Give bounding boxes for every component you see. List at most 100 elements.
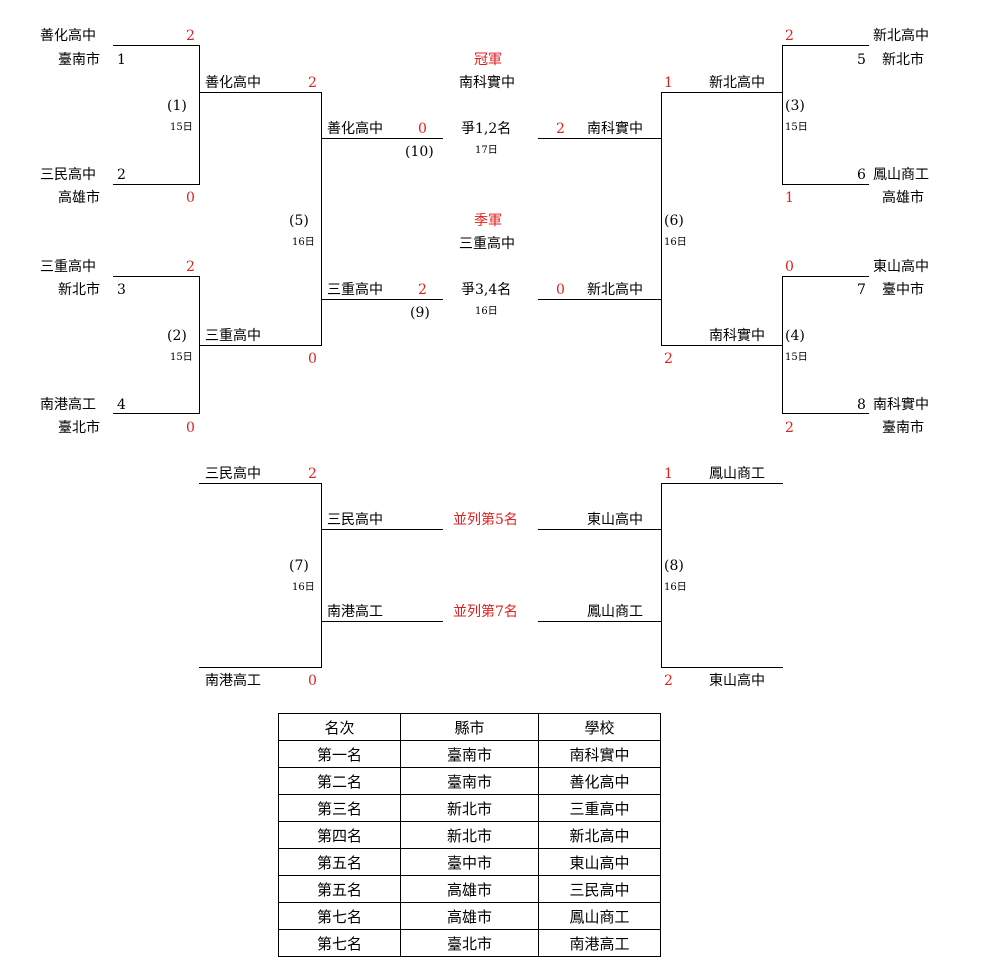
final-right-team: 南科實中 bbox=[587, 121, 643, 137]
score: 1 bbox=[785, 190, 794, 206]
bracket-line bbox=[782, 45, 783, 185]
match-label: (7) bbox=[289, 558, 309, 574]
city-cell: 臺南市 bbox=[400, 767, 539, 795]
seventh-place-title: 並列第7名 bbox=[453, 604, 518, 620]
team-name: 南科實中 bbox=[873, 397, 929, 413]
bracket-line bbox=[199, 345, 321, 346]
bracket-line bbox=[113, 413, 200, 414]
match-date: 15日 bbox=[170, 352, 193, 363]
team-city: 高雄市 bbox=[58, 190, 100, 206]
bracket-line bbox=[782, 276, 869, 277]
school-cell: 三民高中 bbox=[538, 875, 661, 903]
score: 2 bbox=[418, 282, 427, 298]
bracket-line bbox=[321, 483, 322, 668]
team-city: 臺南市 bbox=[882, 420, 924, 436]
team-name: 鳳山商工 bbox=[709, 466, 765, 482]
rank-cell: 第一名 bbox=[278, 740, 401, 768]
rank-cell: 第二名 bbox=[278, 767, 401, 795]
bracket-line bbox=[661, 483, 783, 484]
match-winner: 善化高中 bbox=[205, 75, 261, 91]
team-city: 新北市 bbox=[58, 282, 100, 298]
bracket-line bbox=[113, 184, 200, 185]
bracket-line bbox=[661, 92, 662, 346]
team-name: 南港高工 bbox=[205, 673, 261, 689]
score: 2 bbox=[556, 121, 565, 137]
school-cell: 善化高中 bbox=[538, 767, 661, 795]
score: 0 bbox=[186, 190, 195, 206]
team-name: 三民高中 bbox=[40, 167, 96, 183]
third-right-team: 新北高中 bbox=[587, 282, 643, 298]
school-cell: 東山高中 bbox=[538, 848, 661, 876]
match-winner: 南科實中 bbox=[709, 328, 765, 344]
match-winner: 三重高中 bbox=[205, 328, 261, 344]
bracket-line bbox=[661, 92, 783, 93]
team-name: 三重高中 bbox=[40, 259, 96, 275]
team-city: 臺北市 bbox=[58, 420, 100, 436]
match-label: (6) bbox=[664, 213, 684, 229]
bracket-line bbox=[321, 529, 443, 530]
table-row: 第七名 高雄市 鳳山商工 bbox=[278, 902, 661, 930]
city-cell: 新北市 bbox=[400, 794, 539, 822]
bracket-line bbox=[321, 299, 443, 300]
bracket-line bbox=[538, 299, 662, 300]
score: 2 bbox=[308, 75, 317, 91]
seed-number: 7 bbox=[857, 282, 866, 298]
table-row: 第五名 臺中市 東山高中 bbox=[278, 848, 661, 876]
bracket-line bbox=[661, 345, 783, 346]
bracket-line bbox=[538, 621, 662, 622]
match-date: 16日 bbox=[664, 582, 687, 593]
match-date: 16日 bbox=[664, 237, 687, 248]
bracket-line bbox=[199, 92, 321, 93]
match-label: (4) bbox=[785, 328, 805, 344]
match-label: (2) bbox=[167, 328, 187, 344]
final-title: 爭1,2名 bbox=[461, 121, 512, 137]
match-date: 16日 bbox=[292, 582, 315, 593]
bracket-line bbox=[321, 92, 322, 346]
team-name: 東山高中 bbox=[873, 259, 929, 275]
bracket-line bbox=[782, 184, 869, 185]
third-match-title: 爭3,4名 bbox=[461, 282, 512, 298]
seed-number: 6 bbox=[857, 167, 866, 183]
bracket-line bbox=[113, 45, 200, 46]
match-label: (10) bbox=[405, 144, 434, 160]
team-name: 善化高中 bbox=[40, 28, 96, 44]
score: 0 bbox=[308, 351, 317, 367]
team-city: 高雄市 bbox=[882, 190, 924, 206]
team-name: 鳳山商工 bbox=[587, 604, 643, 620]
school-cell: 南科實中 bbox=[538, 740, 661, 768]
seed-number: 2 bbox=[117, 167, 126, 183]
team-city: 臺南市 bbox=[58, 52, 100, 68]
bracket-line bbox=[321, 138, 443, 139]
rank-cell: 第七名 bbox=[278, 902, 401, 930]
rank-cell: 第三名 bbox=[278, 794, 401, 822]
bracket-line bbox=[782, 413, 869, 414]
city-cell: 高雄市 bbox=[400, 902, 539, 930]
seed-number: 5 bbox=[857, 52, 866, 68]
bracket-line bbox=[661, 483, 662, 668]
school-cell: 新北高中 bbox=[538, 821, 661, 849]
third-place-name: 三重高中 bbox=[459, 236, 515, 252]
score: 2 bbox=[308, 466, 317, 482]
score: 0 bbox=[785, 259, 794, 275]
match-date: 15日 bbox=[785, 122, 808, 133]
third-place-title: 季軍 bbox=[474, 213, 502, 229]
score: 2 bbox=[186, 259, 195, 275]
final-left-team: 善化高中 bbox=[327, 121, 383, 137]
fifth-place-title: 並列第5名 bbox=[453, 512, 518, 528]
city-cell: 臺北市 bbox=[400, 929, 539, 957]
ranking-table: 名次 縣市 學校 第一名 臺南市 南科實中 第二名 臺南市 善化高中 第三名 新… bbox=[278, 713, 661, 957]
city-cell: 新北市 bbox=[400, 821, 539, 849]
school-cell: 南港高工 bbox=[538, 929, 661, 957]
team-name: 南港高工 bbox=[40, 397, 96, 413]
match-label: (8) bbox=[664, 558, 684, 574]
score: 0 bbox=[556, 282, 565, 298]
table-row: 第五名 高雄市 三民高中 bbox=[278, 875, 661, 903]
match-label: (5) bbox=[289, 213, 309, 229]
table-header: 縣市 bbox=[400, 713, 539, 741]
match-date: 15日 bbox=[170, 122, 193, 133]
school-cell: 三重高中 bbox=[538, 794, 661, 822]
team-name: 東山高中 bbox=[709, 673, 765, 689]
team-city: 臺中市 bbox=[882, 282, 924, 298]
table-row: 第四名 新北市 新北高中 bbox=[278, 821, 661, 849]
match-date: 15日 bbox=[785, 352, 808, 363]
